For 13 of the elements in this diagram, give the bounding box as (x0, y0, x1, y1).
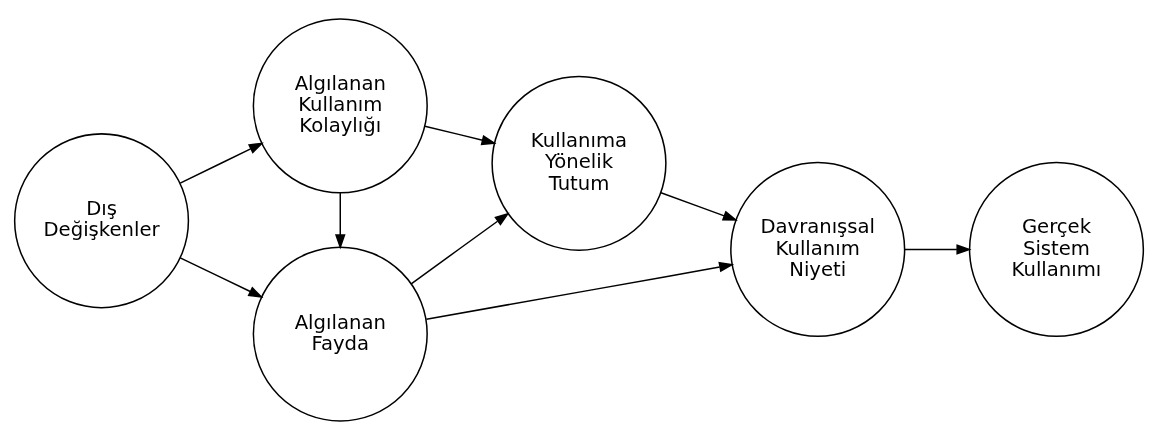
arrow (179, 142, 264, 184)
arrow (410, 212, 510, 285)
arrow (424, 125, 497, 146)
arrow (660, 192, 738, 221)
node-circle: Gerçek Sistem Kullanımı (968, 161, 1145, 338)
node-circle: Dış Değişkenler (13, 133, 190, 309)
node-circle: Algılanan Fayda (252, 246, 428, 422)
node-circle: Davranışsal Kullanım Niyeti (730, 161, 906, 338)
node-circle: Algılanan Kullanım Kolaylığı (252, 18, 428, 194)
arrow (904, 244, 972, 255)
arrow (179, 257, 264, 298)
arrow (425, 261, 735, 320)
arrow (334, 192, 346, 250)
